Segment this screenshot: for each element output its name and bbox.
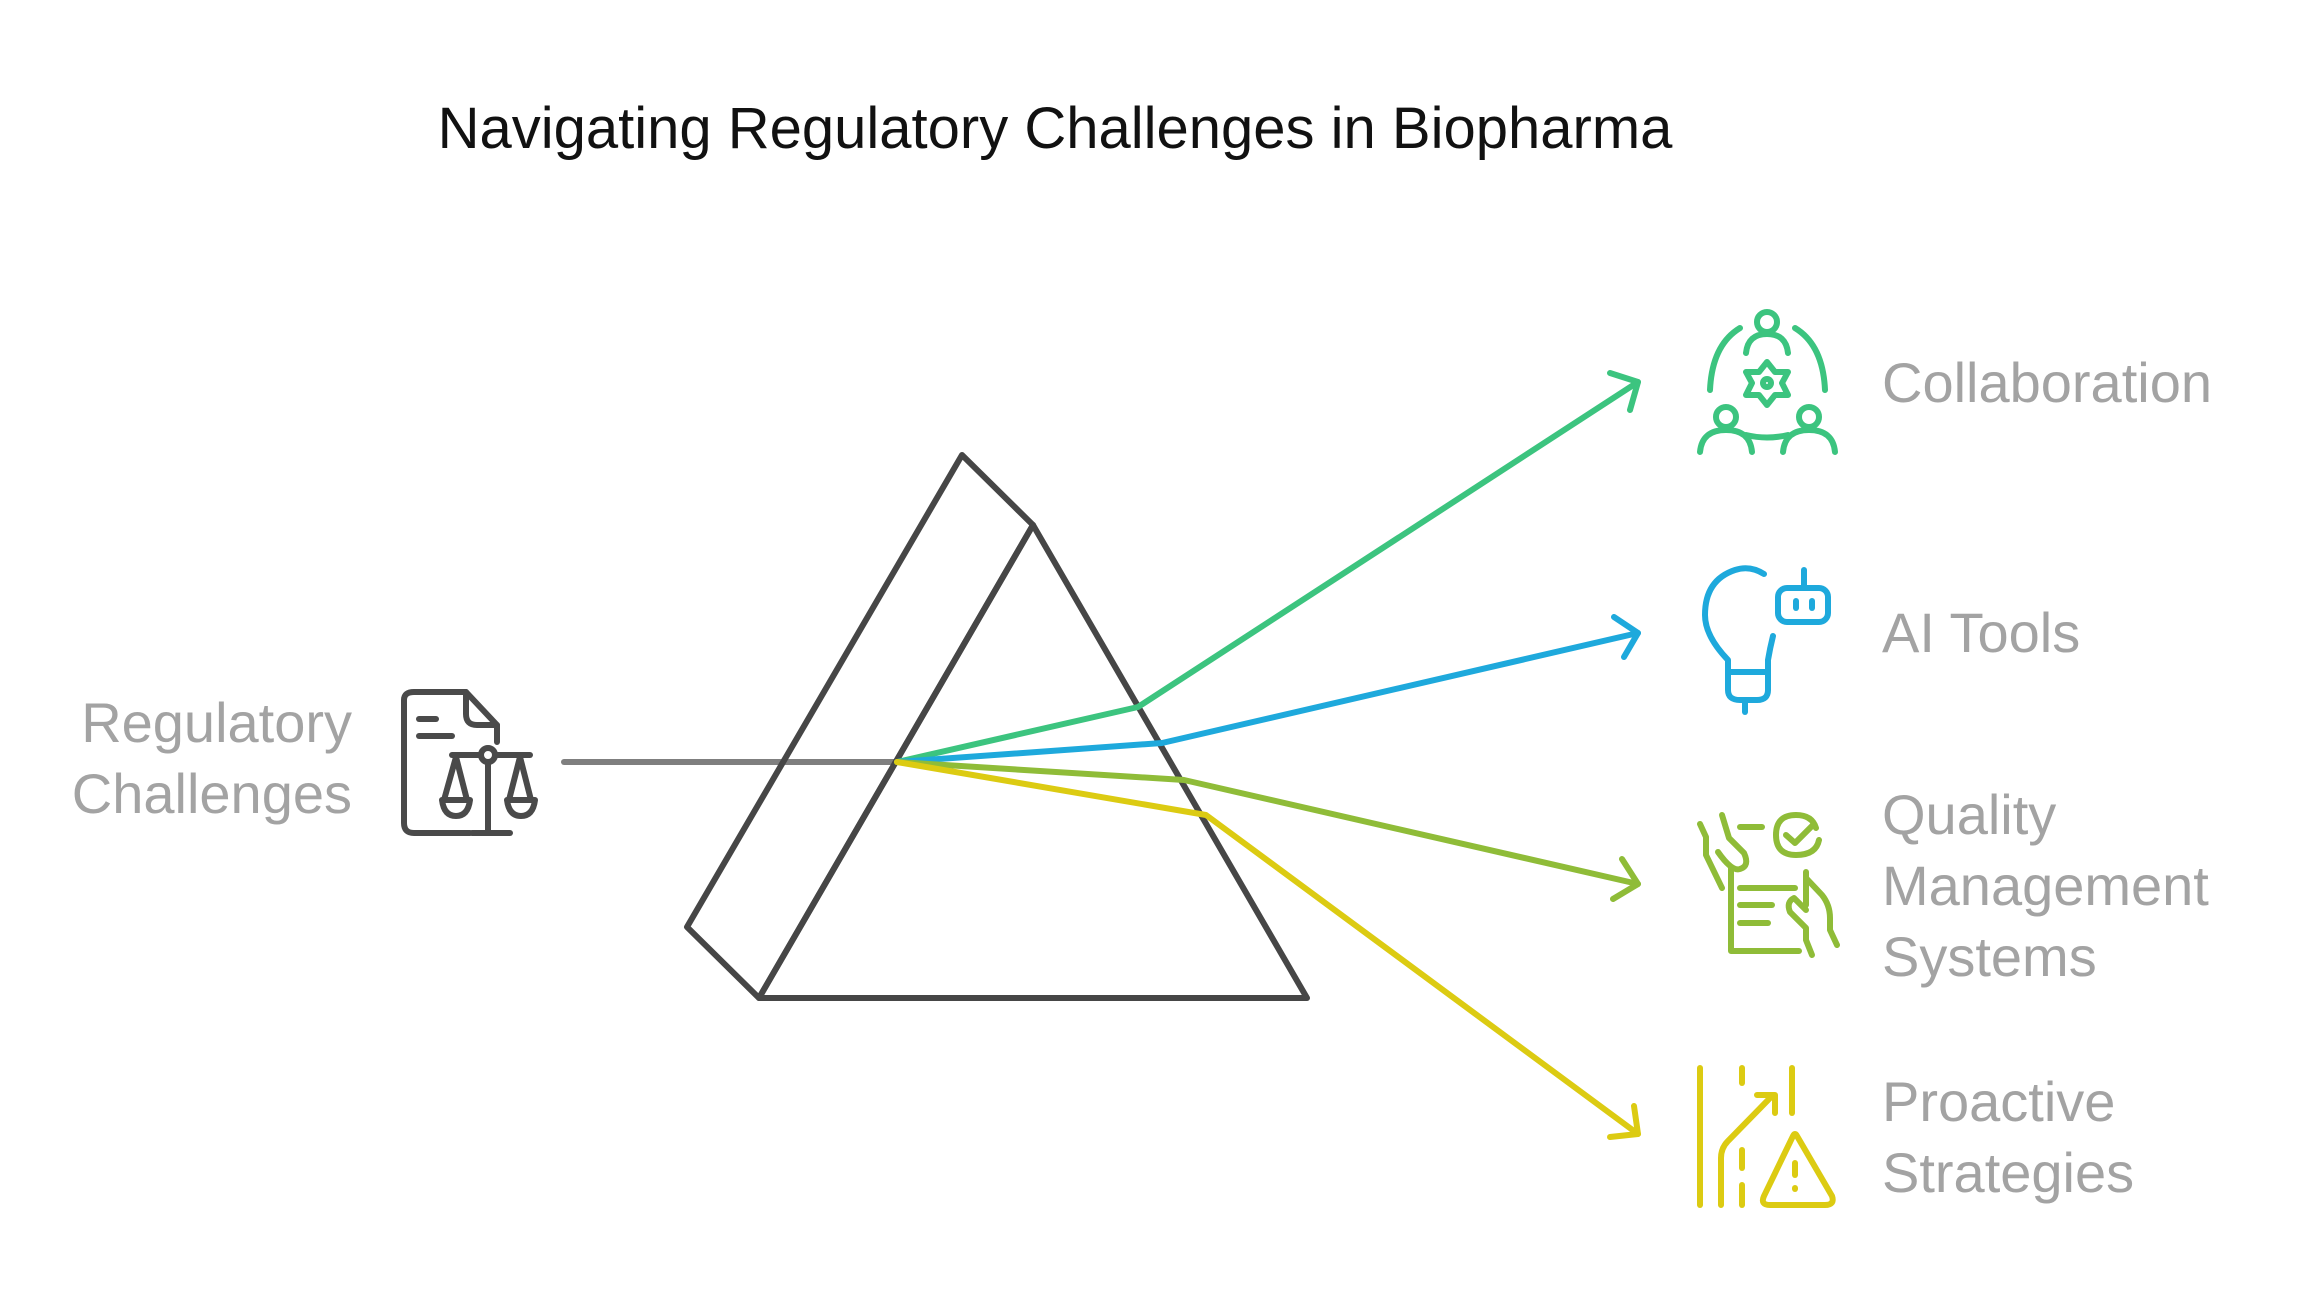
- qms-label-line-2: Management: [1882, 854, 2209, 917]
- lightbulb-robot-icon: [1702, 565, 1831, 715]
- document-scales-icon: [401, 689, 538, 836]
- qms-label-line-1: Quality: [1882, 783, 2057, 846]
- arrowhead-collaboration: [1607, 370, 1641, 413]
- beam-collaboration: [894, 379, 1641, 765]
- diagram-title: Navigating Regulatory Challenges in Biop…: [437, 96, 1673, 161]
- beam-ai-tools: [894, 630, 1641, 765]
- source-label-line-2: Challenges: [71, 762, 352, 825]
- checklist-hands-icon: [1697, 812, 1840, 958]
- prism-shape: [684, 452, 1310, 1001]
- proactive-label-line-2: Strategies: [1882, 1141, 2135, 1204]
- output-label-qms: Quality Management Systems: [1882, 779, 2209, 992]
- output-label-ai-tools: AI Tools: [1882, 597, 2080, 668]
- arrowhead-ai-tools: [1611, 614, 1641, 660]
- team-gear-icon: [1697, 309, 1838, 455]
- arrowhead-qms: [1610, 856, 1641, 902]
- arrowhead-proactive: [1607, 1103, 1641, 1140]
- road-warning-icon: [1697, 1065, 1836, 1208]
- collaboration-label: Collaboration: [1882, 351, 2212, 414]
- output-label-proactive: Proactive Strategies: [1882, 1066, 2134, 1208]
- ai-tools-label: AI Tools: [1882, 601, 2081, 664]
- qms-label-line-3: Systems: [1882, 925, 2097, 988]
- source-label: Regulatory Challenges: [72, 687, 352, 829]
- output-label-collaboration: Collaboration: [1882, 347, 2212, 418]
- beam-qms: [894, 759, 1641, 887]
- source-label-line-1: Regulatory: [81, 691, 352, 754]
- beam-proactive: [894, 759, 1641, 1137]
- proactive-label-line-1: Proactive: [1882, 1070, 2116, 1133]
